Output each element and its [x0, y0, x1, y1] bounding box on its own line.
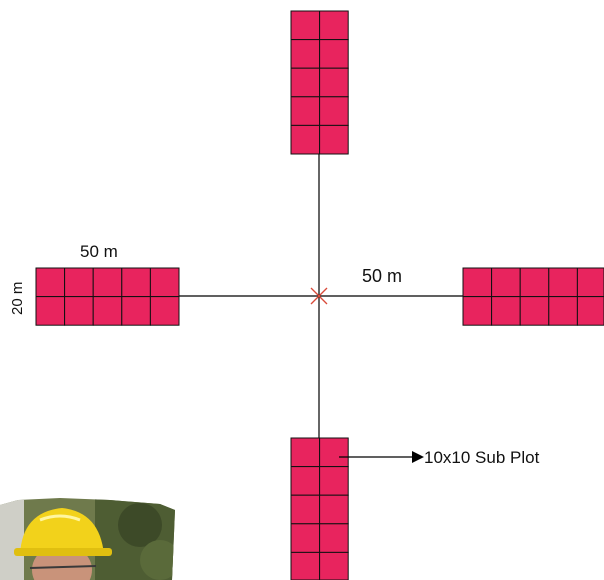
subplot-cell: [492, 297, 521, 326]
subplot-cell: [291, 40, 320, 69]
subplot-cell: [291, 467, 320, 496]
subplot-cell: [549, 297, 578, 326]
subplot-cell: [93, 297, 122, 326]
subplot-cell: [320, 552, 349, 580]
subplot-cell: [492, 268, 521, 297]
subplot-cell: [291, 97, 320, 126]
east-plot: [463, 268, 604, 325]
subplot-cell: [150, 268, 179, 297]
subplot-cell: [520, 297, 549, 326]
east-distance-label: 50 m: [362, 266, 402, 286]
south-plot: [291, 438, 348, 580]
subplot-caption: 10x10 Sub Plot: [424, 448, 540, 467]
subplot-cell: [291, 68, 320, 97]
subplot-cell: [36, 297, 65, 326]
north-plot: [291, 11, 348, 154]
subplot-cell: [291, 495, 320, 524]
subplot-cell: [320, 438, 349, 467]
subplot-cell: [463, 268, 492, 297]
west-plot-length-label: 50 m: [80, 242, 118, 261]
subplot-cell: [36, 268, 65, 297]
subplot-cell: [320, 524, 349, 553]
subplot-cell: [320, 68, 349, 97]
worker-photo: [0, 495, 180, 580]
subplot-cell: [150, 297, 179, 326]
west-plot-width-label: 20 m: [9, 282, 26, 315]
subplot-cell: [65, 297, 94, 326]
subplot-cell: [122, 268, 151, 297]
subplot-cell: [291, 438, 320, 467]
subplot-cell: [320, 97, 349, 126]
subplot-cell: [320, 40, 349, 69]
subplot-cell: [463, 297, 492, 326]
subplot-cell: [291, 552, 320, 580]
subplot-cell: [577, 268, 604, 297]
subplot-cell: [65, 268, 94, 297]
subplot-cell: [577, 297, 604, 326]
subplot-cell: [291, 11, 320, 40]
subplot-callout-arrow: [339, 451, 424, 463]
subplot-cell: [93, 268, 122, 297]
subplot-cell: [320, 467, 349, 496]
subplot-cell: [549, 268, 578, 297]
subplot-cell: [320, 11, 349, 40]
subplot-cell: [520, 268, 549, 297]
subplot-cell: [320, 495, 349, 524]
west-plot: [36, 268, 179, 325]
subplot-cell: [122, 297, 151, 326]
subplot-cell: [291, 524, 320, 553]
subplot-cell: [291, 125, 320, 154]
subplot-cell: [320, 125, 349, 154]
